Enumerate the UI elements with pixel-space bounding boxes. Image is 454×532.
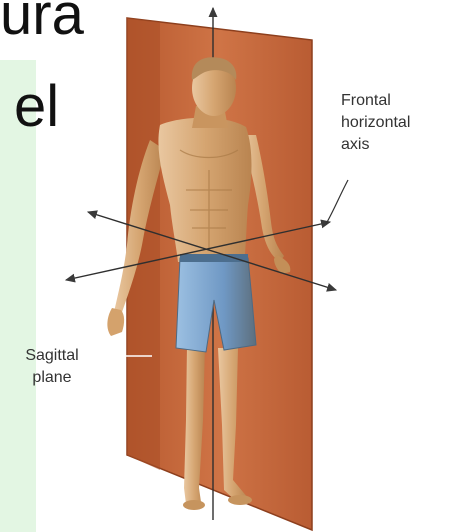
waistband <box>180 254 248 262</box>
label-line: horizontal <box>341 112 410 134</box>
slide-text-fragment: el <box>14 78 59 136</box>
sagittal-plane-label: Sagittal plane <box>8 345 96 389</box>
label-line: Frontal <box>341 90 410 112</box>
frontal-axis-leader <box>326 180 348 224</box>
frontal-horizontal-axis-label: Frontal horizontal axis <box>341 90 410 156</box>
label-line: Sagittal <box>8 345 96 367</box>
left-hand <box>107 308 124 336</box>
label-line: plane <box>8 367 96 389</box>
label-line: axis <box>341 134 410 156</box>
right-foot <box>228 495 252 505</box>
slide-text-fragment: ura <box>0 0 84 44</box>
left-foot <box>183 500 205 510</box>
